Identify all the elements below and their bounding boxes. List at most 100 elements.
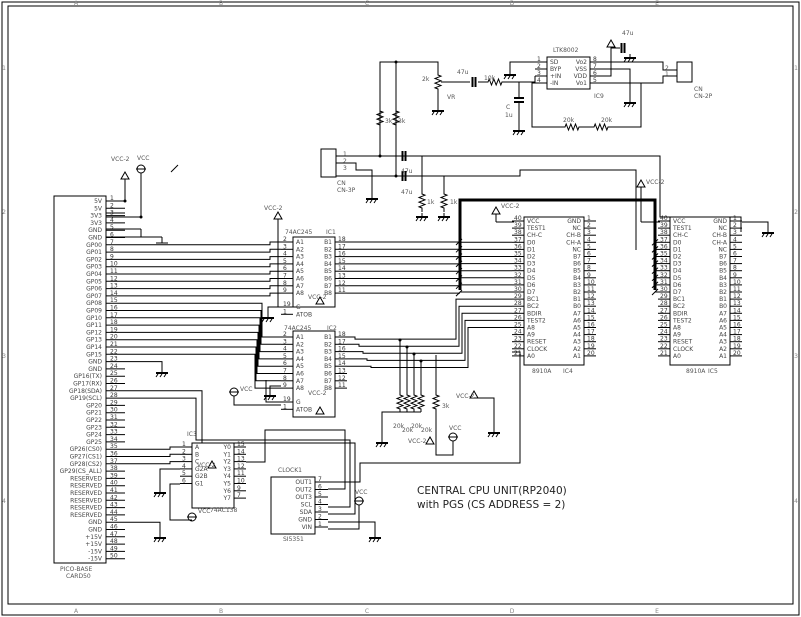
- ic-pin-number: 18: [733, 336, 741, 343]
- cn-3p-connector[interactable]: 1 2 3 CN CN-3P: [320, 148, 356, 194]
- sheet-title-line2: with PGS (CS ADDRESS = 2): [417, 499, 565, 511]
- ic-pin-label: D0: [527, 239, 536, 246]
- clock-pin-number: 4: [318, 499, 322, 506]
- card-pin-number: 12: [110, 275, 118, 282]
- card-pin-label: GP14: [86, 344, 102, 351]
- junction-dot: [405, 345, 409, 349]
- ic-pin-label: D6: [527, 282, 536, 289]
- bus-entry: [455, 282, 463, 290]
- ground-hatch: [437, 217, 441, 222]
- ic-pin-label: B4: [324, 356, 332, 363]
- bus-entry: [651, 281, 659, 289]
- ground-hatch: [423, 217, 427, 222]
- ic-pin-label: TEST1: [672, 225, 692, 232]
- ground-hatch: [516, 131, 520, 136]
- card-pin-number: 18: [110, 319, 118, 326]
- ic-pin-number: 32: [514, 272, 522, 279]
- capacitor-icon: [401, 171, 407, 181]
- card-pin-label: GP25: [86, 439, 102, 446]
- card-pin-label: GP00: [86, 242, 102, 249]
- ic-pin-label: A7: [573, 310, 581, 317]
- ic-pin-label: A5: [296, 268, 304, 275]
- ic-pin-label: RESET: [673, 339, 693, 346]
- ic-pin-number: 37: [514, 236, 522, 243]
- vr-ref: VR: [447, 94, 455, 101]
- ground-hatch: [159, 373, 163, 378]
- card-pin-number: 13: [110, 283, 118, 290]
- ground-icon: [487, 429, 500, 438]
- vcc2-ic1-inside: VCC-2: [308, 294, 327, 305]
- ic-pin-label: Y6: [223, 488, 232, 495]
- ic-pin-label: B2: [324, 341, 332, 348]
- card-pin-number: 22: [110, 348, 118, 355]
- wire: [509, 61, 535, 72]
- card-pin-label: +15V: [85, 534, 103, 541]
- ic-pin-number: 28: [660, 300, 668, 307]
- card-pin-label: GP20: [86, 402, 102, 409]
- capacitor-icon: [401, 151, 407, 161]
- ic-pin-label: B7: [324, 283, 332, 290]
- vcc2-label: VCC-2: [646, 179, 665, 186]
- ic-pin-label: A2: [296, 341, 304, 348]
- ground-hatch: [491, 433, 495, 438]
- data-bus: [458, 198, 657, 290]
- card-pin-number: 5: [110, 224, 114, 231]
- card-pin-number: 19: [110, 326, 118, 333]
- ic-pin-label: A2: [719, 346, 727, 353]
- ic9-ref-label: IC9: [594, 93, 604, 100]
- vcc-symbol-card: VCC: [106, 155, 149, 219]
- bus-entry: [651, 246, 659, 253]
- vcc2-symbol-card: VCC-2: [106, 156, 130, 203]
- ic-pin-number: 33: [660, 265, 668, 272]
- cn-2p-connector[interactable]: 2 1 CN CN-2P: [665, 61, 713, 100]
- ic-pin-number: 31: [660, 279, 668, 286]
- card-pin-label: GP26(CS0): [70, 446, 102, 453]
- card-pin-number: 50: [110, 553, 118, 560]
- ic-pin-number: 6: [587, 251, 591, 258]
- ic-pin-label: A3: [296, 254, 304, 261]
- ic-pin-number: 29: [514, 293, 522, 300]
- card-pin-number: 45: [110, 516, 118, 523]
- ic-pin-number: 2: [283, 331, 287, 338]
- card-pin-label: GP27(CS1): [70, 454, 102, 461]
- ic-pin-number: 3: [733, 229, 737, 236]
- net-ic2-ctrl: [347, 312, 512, 354]
- ic-pin-label: B1: [324, 334, 332, 341]
- resistor-icon: [439, 190, 449, 212]
- ground-icon: [263, 392, 276, 401]
- card-pin-label: GP24: [86, 432, 102, 439]
- ground-hatch: [761, 233, 765, 238]
- card-pin-label: GP12: [86, 329, 102, 336]
- ic-pin-number: 24: [514, 329, 522, 336]
- ic-pin-label: A9: [527, 332, 535, 339]
- ic-pin-number: 20: [587, 350, 595, 357]
- c-byp-ref: C: [506, 104, 510, 111]
- ic-pin-label: BC1: [673, 296, 685, 303]
- ic-pin-label: B5: [719, 268, 727, 275]
- card-pin-label: GND: [88, 366, 102, 373]
- ground-hatch: [507, 75, 511, 80]
- clock-pin-label: OUT2: [295, 487, 312, 494]
- ground-hatch: [376, 538, 380, 543]
- net-ic2-ctrl: [347, 305, 512, 347]
- net-cs-to-ic3: [125, 453, 180, 457]
- ic-pin-label: B3: [719, 282, 727, 289]
- ic-pin-label: B7: [573, 254, 581, 261]
- ic-pin-label: B: [195, 451, 199, 458]
- vcc2-label: VCC-2: [197, 462, 216, 469]
- ic-pin-number: 20: [733, 350, 741, 357]
- ground-icon: [368, 534, 381, 543]
- clock-pin-label: OUT1: [295, 479, 312, 486]
- card-pin-number: 21: [110, 341, 118, 348]
- resistor-icon: [391, 108, 401, 128]
- ic-pin-number: 39: [514, 222, 522, 229]
